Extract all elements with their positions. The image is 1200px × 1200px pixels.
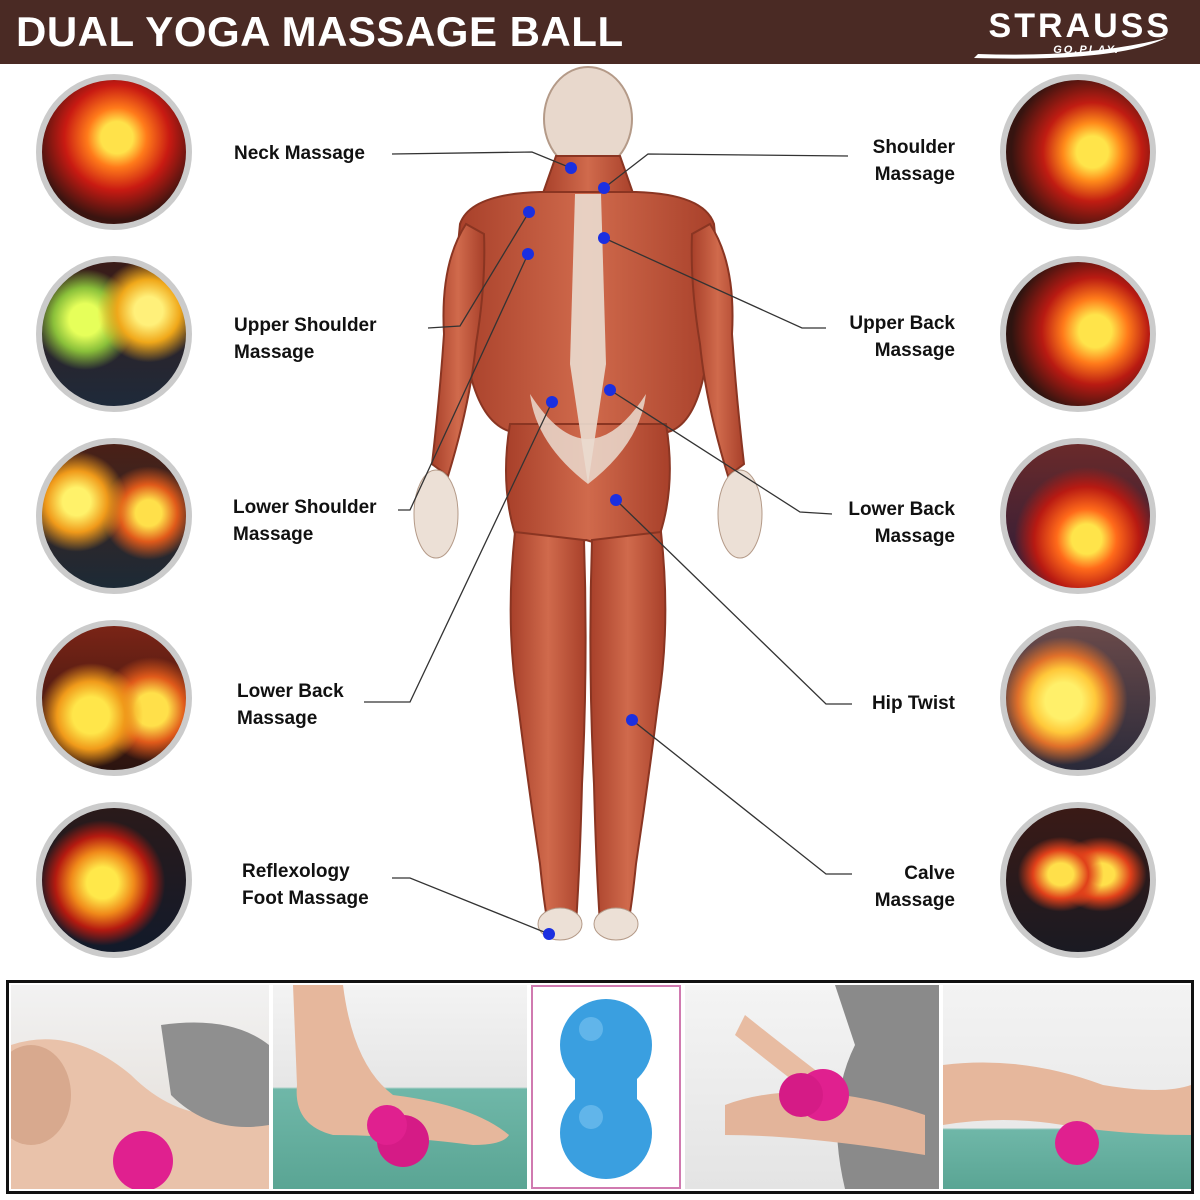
marker-foot [543, 928, 555, 940]
marker-hip-twist [610, 494, 622, 506]
marker-neck [565, 162, 577, 174]
label-line: Lower Shoulder [233, 497, 377, 518]
label-calve-massage: Calve Massage [875, 860, 955, 914]
label-line: Lower Back [237, 681, 344, 702]
line-neck [391, 151, 572, 169]
right-circle-neck-shoulder [1000, 74, 1156, 230]
label-line: Massage [874, 340, 955, 361]
left-circle-foot [36, 802, 192, 958]
lower-back-area [530, 394, 646, 484]
left-circle-hips [36, 620, 192, 776]
line-lower-back-right [609, 389, 833, 515]
label-lower-back-massage-left: Lower Back Massage [237, 678, 344, 732]
brand-tagline: GO.PLAY. [1053, 44, 1120, 56]
right-circle-calves [1000, 802, 1156, 958]
right-arm-shape [690, 222, 746, 478]
label-line: Massage [237, 708, 318, 729]
right-circle-lower-back [1000, 438, 1156, 594]
marker-lower-back-right [604, 384, 616, 396]
line-reflexology [392, 877, 550, 935]
spine-area [570, 194, 606, 484]
neck-ball-photo [11, 985, 269, 1189]
label-line: Massage [874, 526, 955, 547]
label-line: Massage [874, 890, 955, 911]
line-lower-back-left [364, 401, 553, 703]
right-hand-shape [717, 469, 763, 559]
label-lower-back-massage-right: Lower Back Massage [848, 496, 955, 550]
left-circle-arms-hands [36, 438, 192, 594]
marker-calve [626, 714, 638, 726]
calf-ball-illustration [943, 1062, 1191, 1165]
anatomy-section: Neck Massage Upper Shoulder Massage Lowe… [0, 64, 1200, 976]
label-line: Hip Twist [871, 693, 955, 714]
anatomy-figure [364, 66, 852, 941]
line-upper-back [603, 237, 826, 329]
line-shoulder [603, 153, 849, 189]
label-line: Massage [874, 164, 955, 185]
glutes-shape [505, 423, 671, 547]
label-hip-twist: Hip Twist [872, 690, 955, 717]
label-line: Shoulder [872, 137, 955, 158]
marker-upper-back [598, 232, 610, 244]
label-shoulder-massage: Shoulder Massage [873, 134, 955, 188]
right-circle-upper-back [1000, 256, 1156, 412]
line-upper-shoulder [427, 211, 530, 329]
label-line: Massage [233, 524, 314, 545]
label-line: Massage [234, 342, 315, 363]
foot-ball-photo [273, 985, 527, 1189]
brand-logo: STRAUSS GO.PLAY. [918, 6, 1178, 60]
marker-lower-shoulder [522, 248, 534, 260]
blue-dual-ball-photo [531, 985, 681, 1189]
label-line: Reflexology [242, 861, 350, 882]
leader-lines [364, 151, 852, 935]
blue-ball-illustration [560, 999, 652, 1179]
line-calve [631, 719, 852, 875]
left-circle-neck [36, 74, 192, 230]
left-circle-arms-back [36, 256, 192, 412]
right-foot-shape [593, 907, 639, 941]
label-line: Upper Shoulder [234, 315, 377, 336]
header-bar: DUAL YOGA MASSAGE BALL STRAUSS GO.PLAY. [0, 0, 1200, 64]
label-reflexology-foot-massage: Reflexology Foot Massage [242, 858, 369, 912]
brand-swoosh-icon [974, 38, 1166, 59]
marker-lower-back-left [546, 396, 558, 408]
label-lower-shoulder-massage: Lower Shoulder Massage [233, 494, 377, 548]
forearm-ball-photo [685, 985, 939, 1189]
label-line: Upper Back [849, 313, 955, 334]
product-usage-strip [6, 980, 1194, 1194]
neck-ball-illustration [11, 1022, 269, 1189]
marker-shoulder [598, 182, 610, 194]
label-line: Lower Back [848, 499, 955, 520]
label-upper-back-massage: Upper Back Massage [849, 310, 955, 364]
marker-dots [522, 162, 638, 940]
label-upper-shoulder-massage: Upper Shoulder Massage [234, 312, 377, 366]
right-circle-hip [1000, 620, 1156, 776]
left-arm-shape [430, 222, 486, 478]
brand-name: STRAUSS [988, 7, 1172, 45]
left-leg-shape [509, 530, 587, 925]
calf-ball-photo [943, 985, 1191, 1189]
left-hand-shape [413, 469, 459, 559]
right-leg-shape [589, 530, 667, 925]
foot-ball-illustration [293, 985, 509, 1167]
forearm-ball-illustration [725, 985, 939, 1189]
label-line: Neck Massage [234, 143, 365, 164]
line-lower-shoulder [398, 253, 529, 511]
label-neck-massage: Neck Massage [234, 140, 365, 167]
line-hip-twist [615, 499, 852, 705]
marker-upper-shoulder [523, 206, 535, 218]
label-line: Foot Massage [242, 888, 369, 909]
label-line: Calve [904, 863, 955, 884]
page-title: DUAL YOGA MASSAGE BALL [16, 8, 624, 55]
